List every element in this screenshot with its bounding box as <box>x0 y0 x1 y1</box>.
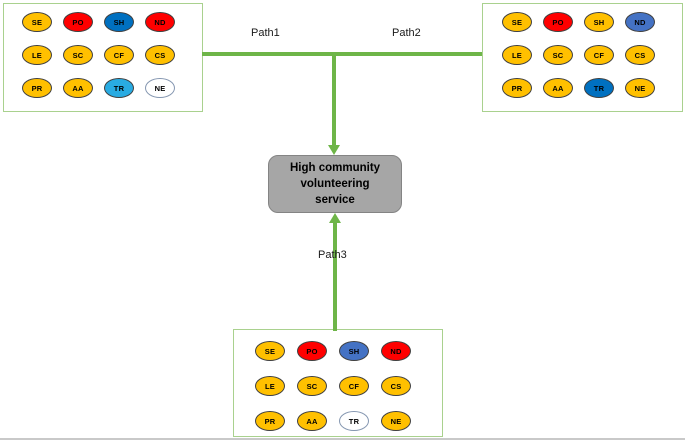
node-bottom-le: LE <box>255 376 285 396</box>
node-top-left-aa: AA <box>63 78 93 98</box>
node-top-left-le: LE <box>22 45 52 65</box>
node-top-right-le: LE <box>502 45 532 65</box>
node-top-left-pr: PR <box>22 78 52 98</box>
cluster-box-bottom: SE PO SH ND LE SC CF CS PR AA TR NE <box>233 329 443 437</box>
node-bottom-sh: SH <box>339 341 369 361</box>
node-top-right-aa: AA <box>543 78 573 98</box>
node-bottom-ne: NE <box>381 411 411 431</box>
node-top-left-se: SE <box>22 12 52 32</box>
connector-down-line <box>332 56 336 145</box>
node-top-right-sh: SH <box>584 12 614 32</box>
node-top-left-cs: CS <box>145 45 175 65</box>
node-top-right-sc: SC <box>543 45 573 65</box>
node-top-left-sh: SH <box>104 12 134 32</box>
node-top-right-nd: ND <box>625 12 655 32</box>
node-top-right-se: SE <box>502 12 532 32</box>
node-top-left-nd: ND <box>145 12 175 32</box>
node-bottom-aa: AA <box>297 411 327 431</box>
path2-label: Path2 <box>392 27 421 39</box>
node-top-right-tr: TR <box>584 78 614 98</box>
center-service-label: High community volunteering service <box>289 162 381 206</box>
path3-label: Path3 <box>318 249 347 261</box>
node-top-right-po: PO <box>543 12 573 32</box>
node-bottom-nd: ND <box>381 341 411 361</box>
node-bottom-pr: PR <box>255 411 285 431</box>
arrowhead-up-icon <box>329 213 341 223</box>
node-bottom-po: PO <box>297 341 327 361</box>
cluster-box-top-left: SE PO SH ND LE SC CF CS PR AA TR NE <box>3 3 203 112</box>
node-top-left-cf: CF <box>104 45 134 65</box>
node-top-left-tr: TR <box>104 78 134 98</box>
cluster-box-top-right: SE PO SH ND LE SC CF CS PR AA TR NE <box>482 3 683 112</box>
node-top-left-ne: NE <box>145 78 175 98</box>
connector-up-line <box>333 223 337 331</box>
arrowhead-down-icon <box>328 145 340 155</box>
node-top-left-sc: SC <box>63 45 93 65</box>
path1-label: Path1 <box>251 27 280 39</box>
connector-horizontal-line <box>202 52 482 56</box>
center-service-box: High community volunteering service <box>268 155 402 213</box>
node-bottom-cf: CF <box>339 376 369 396</box>
node-bottom-tr: TR <box>339 411 369 431</box>
figure-bottom-edge <box>0 438 685 440</box>
node-bottom-se: SE <box>255 341 285 361</box>
node-bottom-cs: CS <box>381 376 411 396</box>
node-top-left-po: PO <box>63 12 93 32</box>
node-top-right-cs: CS <box>625 45 655 65</box>
node-top-right-ne: NE <box>625 78 655 98</box>
node-top-right-pr: PR <box>502 78 532 98</box>
node-top-right-cf: CF <box>584 45 614 65</box>
node-bottom-sc: SC <box>297 376 327 396</box>
